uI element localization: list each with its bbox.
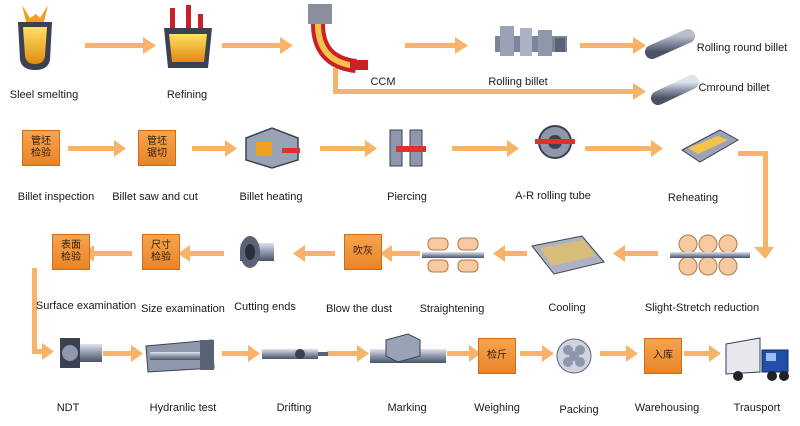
reheating-icon	[681, 129, 740, 163]
blow-dust-box: 吹灰	[344, 234, 382, 270]
label-packing: Packing	[559, 404, 599, 416]
marking-icon	[370, 333, 446, 363]
arrow-reheating-down	[738, 151, 774, 259]
label-ccm: CCM	[370, 76, 396, 88]
arrow-r3-1	[613, 245, 658, 262]
label-sleel-smelting: Sleel smelting	[9, 89, 79, 101]
arrow-r3-3	[380, 245, 420, 262]
ccm-caster-icon	[308, 4, 368, 73]
hydraulic-test-icon	[145, 339, 215, 373]
arrow-r3-2	[493, 245, 527, 262]
label-cooling: Cooling	[548, 302, 586, 314]
arrow-r4-1	[103, 345, 143, 362]
label-billet-heating: Billet heating	[239, 191, 303, 203]
label-blow-the-dust: Blow the dust	[325, 303, 393, 315]
arrow-r2-2	[192, 140, 237, 157]
ndt-icon	[60, 338, 102, 368]
label-weighing: Weighing	[474, 402, 520, 414]
arrow-r3-4	[293, 245, 335, 262]
arrow-smelting-to-refining	[85, 37, 156, 54]
arrow-r4-5	[520, 345, 554, 362]
label-billet-saw-and-cut: Billet saw and cut	[112, 191, 198, 203]
arrow-r4-6	[600, 345, 638, 362]
flow-arrows	[32, 37, 774, 362]
arrow-r4-4	[447, 345, 481, 362]
label-ar-rolling-tube: A-R rolling tube	[515, 190, 591, 202]
label-reheating: Reheating	[667, 192, 719, 204]
arrow-surface-down	[32, 268, 54, 360]
label-trausport: Trausport	[733, 402, 781, 414]
label-rolling-round-billet: Rolling round billet	[696, 42, 788, 54]
transport-truck-icon	[725, 337, 789, 381]
straightening-icon	[422, 237, 484, 273]
label-slight-stretch-reduction: Slight-Stretch reduction	[644, 302, 760, 314]
label-refining: Refining	[166, 89, 208, 101]
label-warehousing: Warehousing	[634, 402, 700, 414]
billet-heating-icon	[245, 127, 300, 169]
cutting-ends-icon	[240, 236, 274, 268]
arrow-r3-5	[178, 245, 224, 262]
ar-rolling-tube-icon	[535, 125, 575, 159]
arrow-r2-5	[585, 140, 663, 157]
arrow-ccm-to-rolling	[405, 37, 468, 54]
arrow-r4-2	[222, 345, 260, 362]
arrow-r2-4	[452, 140, 519, 157]
drifting-icon	[262, 349, 328, 359]
label-straightening: Straightening	[419, 303, 485, 315]
label-surface-examination: Surface examination	[35, 300, 137, 312]
piercing-icon	[389, 129, 426, 167]
arrow-r4-3	[327, 345, 369, 362]
label-billet-inspection: Billet inspection	[17, 191, 95, 203]
smelting-furnace-icon	[18, 5, 52, 70]
label-rolling-billet: Rolling billet	[488, 76, 548, 88]
billet-inspection-box: 管坯 检验	[22, 130, 60, 166]
slight-stretch-rollers-icon	[670, 234, 750, 276]
label-cutting-ends: Cutting ends	[234, 301, 296, 313]
warehousing-box: 入库	[644, 338, 682, 374]
refining-ladle-icon	[164, 5, 212, 68]
arrow-r4-7	[684, 345, 721, 362]
arrow-refining-to-ccm	[222, 37, 293, 54]
label-hydranlic-test: Hydranlic test	[149, 402, 217, 414]
label-ndt: NDT	[56, 402, 80, 414]
label-piercing: Piercing	[387, 191, 427, 203]
weighing-box: 检斤	[478, 338, 516, 374]
arrow-rolling-to-round	[580, 37, 646, 54]
label-size-examination: Size examination	[141, 303, 225, 315]
surface-exam-box: 表面 检验	[52, 234, 90, 270]
size-exam-box: 尺寸 检验	[142, 234, 180, 270]
label-marking: Marking	[387, 402, 427, 414]
arrow-r2-3	[320, 140, 377, 157]
cooling-bed-icon	[531, 235, 605, 275]
rolling-billet-icon	[495, 26, 567, 56]
label-cmround-billet: Cmround billet	[698, 82, 770, 94]
packing-bundle-icon	[556, 338, 592, 374]
arrow-r2-1	[68, 140, 126, 157]
arrow-ccm-to-cmround	[333, 68, 646, 100]
billet-saw-box: 管坯 锯切	[138, 130, 176, 166]
cmround-billet-icon	[651, 75, 699, 105]
label-drifting: Drifting	[276, 402, 312, 414]
round-billet-icon	[645, 29, 695, 59]
